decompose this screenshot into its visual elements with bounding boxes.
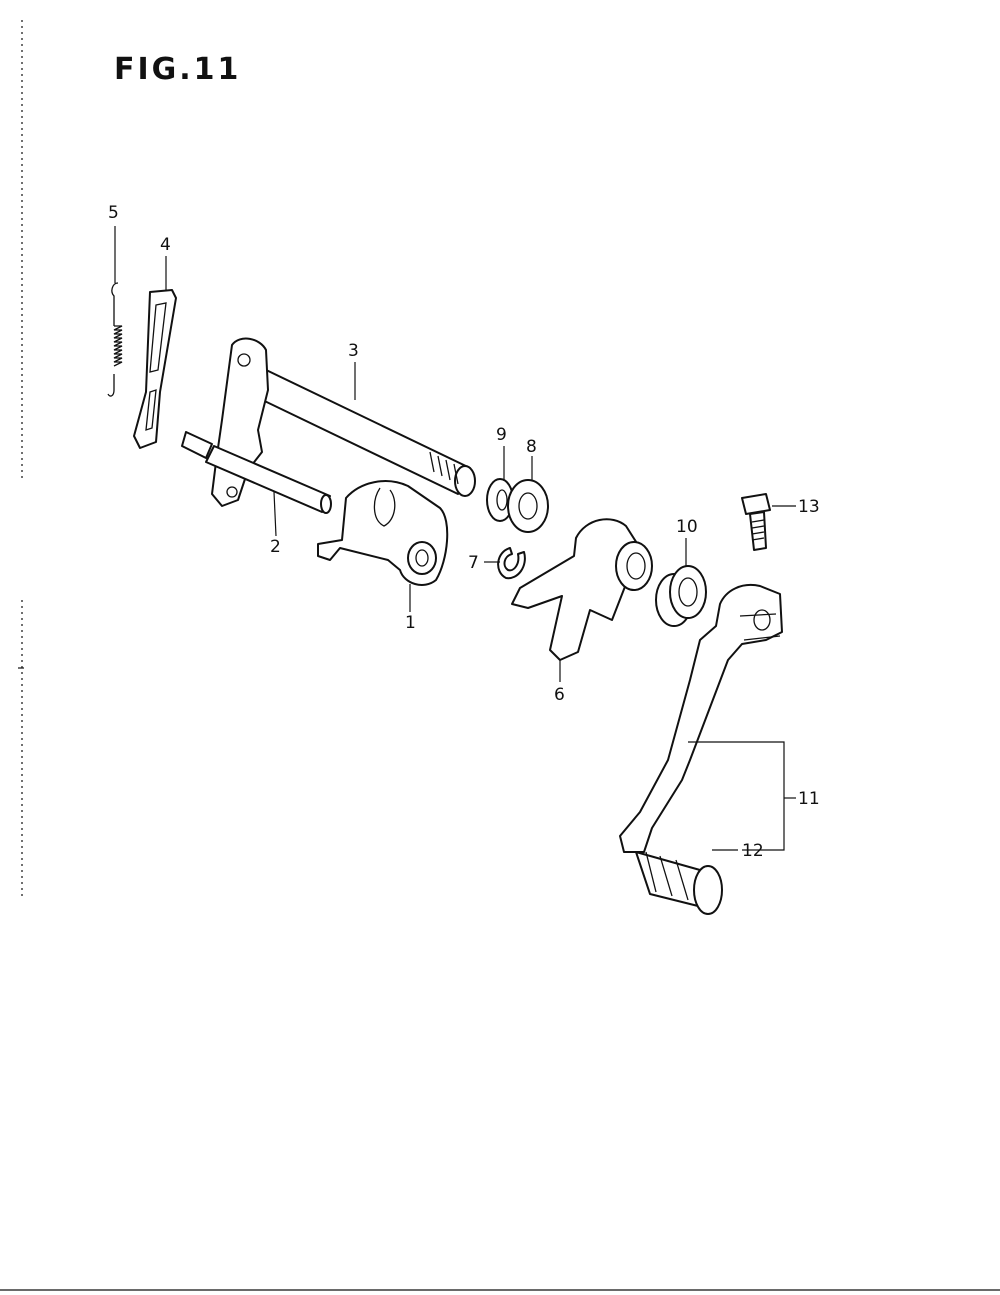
part-6-shift-arm: [511, 518, 653, 661]
scan-edge-marks: [0, 20, 1000, 1291]
leader-lines: [114, 226, 796, 851]
part-4-stopper-plate: [133, 289, 177, 449]
callout-4: 4: [160, 235, 171, 255]
callout-5: 5: [108, 203, 119, 223]
callout-9: 9: [496, 425, 507, 445]
part-5-spring: [107, 282, 123, 397]
callout-labels: 5 4 3 9 8 13 10 2 7 1 6 11 12: [108, 203, 820, 861]
part-1-cam-guide: [317, 480, 449, 586]
part-10-oil-seal: [655, 565, 707, 627]
callout-10: 10: [676, 517, 698, 537]
callout-12: 12: [742, 841, 764, 861]
callout-3: 3: [348, 341, 359, 361]
callout-6: 6: [554, 685, 565, 705]
part-11-shift-lever: [619, 584, 783, 853]
callout-2: 2: [270, 537, 281, 557]
part-7-circlip: [497, 547, 526, 580]
callout-13: 13: [798, 497, 820, 517]
callout-7: 7: [468, 553, 479, 573]
callout-11: 11: [798, 789, 820, 809]
part-12-foot-rubber: [635, 851, 723, 915]
callout-1: 1: [405, 613, 416, 633]
part-8-washer: [507, 479, 549, 533]
callout-8: 8: [526, 437, 537, 457]
figure-title: FIG.11: [114, 52, 242, 87]
part-2-shaft: [181, 431, 332, 514]
part-13-bolt: [741, 493, 771, 551]
